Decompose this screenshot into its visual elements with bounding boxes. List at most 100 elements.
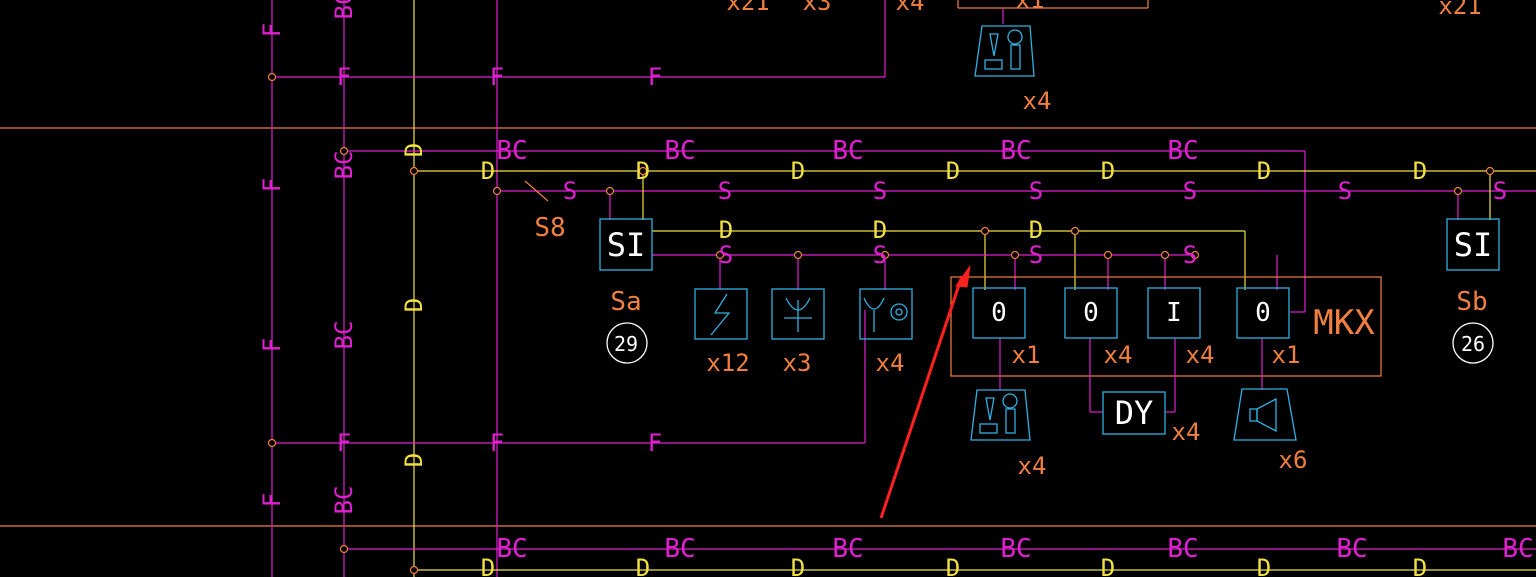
s-label: S (563, 177, 577, 205)
bc-label: BC (832, 136, 863, 166)
junction-dots (267, 72, 1495, 575)
bc-label: BC (496, 136, 527, 166)
count-label: x6 (1279, 446, 1308, 474)
phone-icon (970, 389, 1031, 441)
junction-dot (605, 186, 615, 196)
f-label: F (648, 63, 662, 91)
count-label: x4 (1023, 87, 1052, 115)
count-label: x4 (1186, 341, 1215, 369)
d-label: D (636, 554, 650, 577)
count-label: x4 (1172, 418, 1201, 446)
dy-box (1102, 391, 1166, 435)
bc-label: BC (832, 534, 863, 564)
f-label: F (258, 493, 286, 507)
count-label: x3 (803, 0, 832, 16)
si-label: SI (1454, 226, 1493, 264)
count-label: x4 (1104, 341, 1133, 369)
count-label: x1 (1272, 341, 1301, 369)
bc-label: BC (1502, 534, 1533, 564)
sb-label: Sb (1456, 287, 1487, 317)
si-label: SI (607, 226, 646, 264)
sa-label: Sa (610, 287, 641, 317)
red-arrow-annotation (879, 265, 971, 519)
bc-label: BC (330, 151, 358, 180)
f-label: F (258, 23, 286, 37)
junction-dot (409, 166, 419, 176)
d-label: D (481, 554, 495, 577)
s-label: S (873, 177, 887, 205)
count-label: x3 (783, 349, 812, 377)
d-label: D (400, 298, 428, 312)
module-box-3 (1147, 287, 1201, 339)
bc-label: BC (664, 534, 695, 564)
count-label: x21 (726, 0, 769, 16)
bc-label: BC (330, 0, 358, 19)
count-label: x1 (1016, 0, 1045, 14)
count-label: x1 (1012, 341, 1041, 369)
bc-label: BC (664, 136, 695, 166)
bc-label: BC (1336, 534, 1367, 564)
d-label: D (791, 157, 805, 185)
mkx-label: MKX (1313, 303, 1375, 343)
module-zero-label: 0 (1255, 298, 1271, 328)
f-label: F (490, 429, 504, 457)
d-label: D (1101, 157, 1115, 185)
junction-dot (793, 250, 803, 260)
module-box-1 (972, 287, 1026, 339)
bc-label: BC (1167, 136, 1198, 166)
d-label: D (791, 554, 805, 577)
module-zero-label: 0 (1083, 298, 1099, 328)
d-label: D (1257, 554, 1271, 577)
s-label: S (1338, 177, 1352, 205)
count-label: x4 (876, 349, 905, 377)
d-label: D (946, 554, 960, 577)
bc-label: BC (1000, 136, 1031, 166)
bc-label: BC (1167, 534, 1198, 564)
circle-number: 26 (1461, 332, 1485, 356)
junction-dot (638, 166, 648, 176)
circle-marker-right (1452, 322, 1494, 364)
junction-dot (1010, 250, 1020, 260)
s-label: S (719, 241, 733, 269)
module-zero-label: 0 (991, 298, 1007, 328)
d-label: D (1257, 157, 1271, 185)
s-label: S (1029, 177, 1043, 205)
speaker-icon (1233, 388, 1297, 441)
count-label: x21 (1438, 0, 1481, 20)
s8-label: S8 (534, 213, 565, 243)
antenna-icon (784, 297, 812, 332)
junction-dot (409, 565, 419, 575)
si-box-left (599, 218, 653, 271)
d-label: D (873, 216, 887, 244)
circle-marker-left (606, 322, 648, 364)
junction-dot (1453, 186, 1463, 196)
bc-label: BC (496, 534, 527, 564)
bc-label: BC (330, 486, 358, 515)
s-label: S (1493, 177, 1507, 205)
dy-label: DY (1115, 394, 1154, 432)
bc-label: BC (1000, 534, 1031, 564)
si-box-right (1446, 218, 1500, 271)
junction-dot (880, 250, 890, 260)
junction-dot (339, 146, 349, 156)
f-label: F (258, 178, 286, 192)
count-label: x4 (1018, 452, 1047, 480)
f-label: F (490, 63, 504, 91)
s-label: S (1183, 177, 1197, 205)
antenna-socket-box (859, 288, 913, 340)
count-label: x12 (706, 349, 749, 377)
phone-icon (974, 25, 1035, 77)
f-label: F (648, 429, 662, 457)
junction-dot (492, 186, 502, 196)
bc-label: BC (330, 321, 358, 350)
junction-dot (1103, 250, 1113, 260)
d-label: D (1101, 554, 1115, 577)
junction-dot (1070, 226, 1080, 236)
d-label: D (1413, 157, 1427, 185)
d-label: D (481, 157, 495, 185)
junction-dot (339, 544, 349, 554)
count-label: x4 (896, 0, 925, 16)
s-label: S (1183, 241, 1197, 269)
